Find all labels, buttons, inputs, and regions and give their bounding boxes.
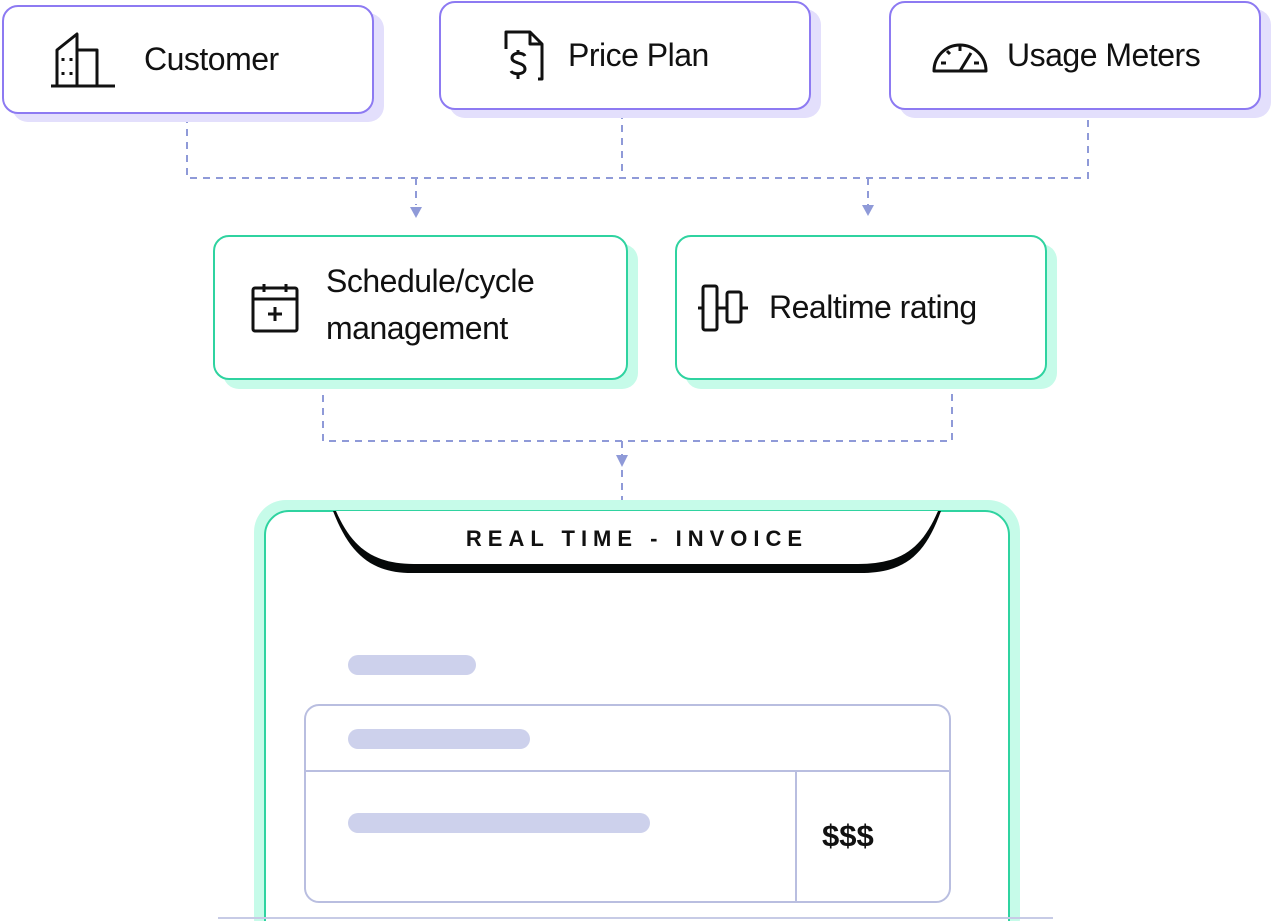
schedule-label-line2: management bbox=[326, 309, 508, 346]
schedule-label-line1: Schedule/cycle bbox=[326, 262, 535, 299]
realtime-rating-node: Realtime rating bbox=[675, 235, 1047, 380]
invoice-amount: $$$ bbox=[822, 818, 874, 853]
placeholder-bar bbox=[348, 655, 476, 675]
dollar-document-icon bbox=[504, 30, 544, 80]
arrow-down-icon bbox=[410, 207, 422, 218]
price-plan-label: Price Plan bbox=[568, 37, 709, 73]
gauge-icon bbox=[932, 43, 988, 72]
placeholder-bar bbox=[348, 729, 530, 749]
customer-node: Customer bbox=[2, 5, 374, 114]
usage-meters-label: Usage Meters bbox=[1007, 37, 1201, 73]
building-icon bbox=[51, 32, 115, 87]
realtime-rating-label: Realtime rating bbox=[769, 289, 977, 325]
placeholder-bar bbox=[348, 813, 650, 833]
align-bars-icon bbox=[698, 284, 748, 331]
customer-label: Customer bbox=[144, 41, 279, 77]
price-plan-node: Price Plan bbox=[439, 1, 811, 110]
usage-meters-node: Usage Meters bbox=[889, 1, 1261, 110]
schedule-cycle-node: Schedule/cycle management bbox=[213, 235, 628, 380]
arrow-down-icon bbox=[862, 205, 874, 216]
invoice-table bbox=[304, 704, 951, 903]
invoice-title: REAL TIME - INVOICE bbox=[465, 526, 809, 551]
calendar-plus-icon bbox=[251, 283, 299, 332]
arrow-down-icon bbox=[616, 455, 628, 467]
